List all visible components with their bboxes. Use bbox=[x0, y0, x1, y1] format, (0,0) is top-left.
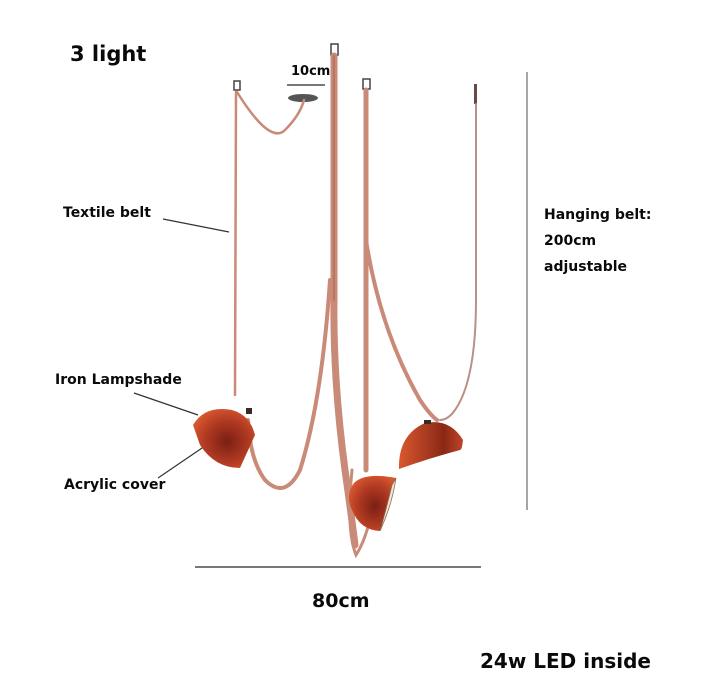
hanging-belt-line1: Hanging belt: bbox=[544, 207, 652, 223]
ceiling-canopy bbox=[288, 94, 318, 102]
canopy-width-label: 10cm bbox=[291, 64, 331, 79]
hanging-belt-line2: 200cm bbox=[544, 233, 597, 249]
lampshade-right bbox=[398, 420, 463, 469]
hook-far-right bbox=[474, 84, 477, 104]
textile-belt-label: Textile belt bbox=[63, 205, 151, 221]
textile-belts bbox=[233, 52, 477, 559]
overall-width-label: 80cm bbox=[312, 590, 370, 612]
hanging-belt-line3: adjustable bbox=[544, 259, 628, 275]
lampshade-center bbox=[348, 475, 397, 532]
acrylic-cover-label: Acrylic cover bbox=[64, 477, 166, 493]
product-title: 3 light bbox=[70, 42, 147, 66]
lampshade-left bbox=[193, 408, 255, 468]
led-note: 24w LED inside bbox=[480, 649, 651, 673]
hanging-belt-label: Hanging belt: 200cm adjustable bbox=[544, 202, 651, 280]
iron-lampshade-label: Iron Lampshade bbox=[55, 372, 182, 388]
acrylic-cover-leader bbox=[157, 445, 206, 479]
textile-belt-leader bbox=[162, 218, 230, 233]
iron-lampshade-leader bbox=[133, 392, 199, 416]
hook-left bbox=[233, 80, 241, 91]
hook-right bbox=[362, 78, 371, 90]
